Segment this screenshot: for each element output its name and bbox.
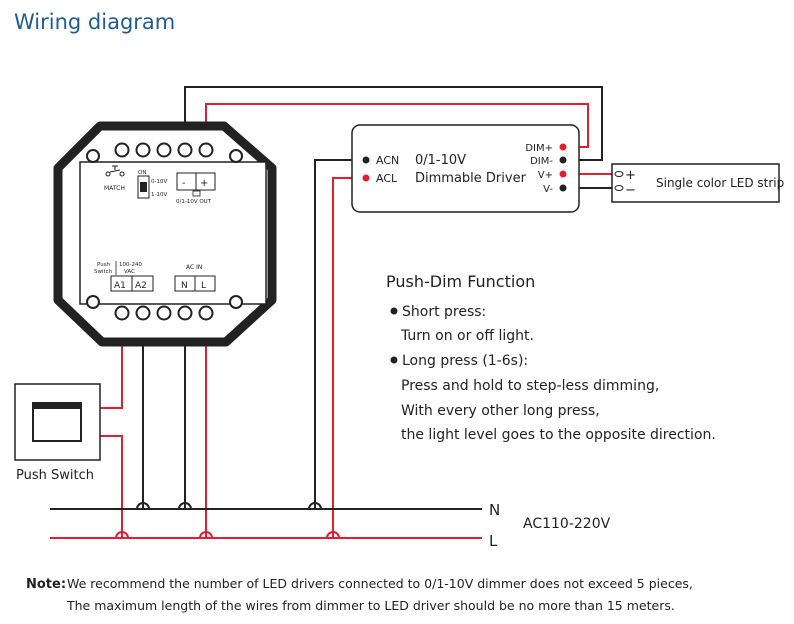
note: Note: We recommend the number of LED dri… (26, 576, 693, 613)
acl-terminal-dot (362, 174, 370, 182)
short-press-bullet (390, 307, 398, 315)
dip-option-2: 1-10V (151, 192, 167, 198)
strip-minus: − (625, 183, 636, 198)
short-press-title: Short press: (402, 304, 486, 320)
driver-acl-label: ACL (376, 172, 398, 185)
wire-acn (314, 159, 366, 509)
wire-dim-minus (184, 86, 603, 161)
bottom-terminals (114, 305, 214, 321)
dim-out-plus: + (200, 178, 208, 189)
dim-out-minus: - (182, 178, 186, 189)
switch-label: Switch (94, 269, 113, 275)
push-switch-label: Push Switch (16, 468, 94, 483)
dim-plus-terminal-dot (559, 143, 567, 151)
driver-v-plus-label: V+ (538, 170, 553, 181)
long-press-line3: the light level goes to the opposite dir… (401, 427, 716, 443)
function-heading: Push-Dim Function (386, 272, 535, 291)
dim-output-terminal: - + 0/1-10V OUT (176, 172, 216, 205)
note-line2: The maximum length of the wires from dim… (66, 598, 675, 613)
long-press-line2: With every other long press, (401, 403, 600, 419)
driver-name-line2: Dimmable Driver (415, 171, 527, 186)
top-terminals (114, 142, 214, 158)
push-switch-terminal: Push Switch 100-240 VAC A1 A2 (94, 261, 154, 292)
terminal-a2: A2 (135, 281, 147, 291)
dim-out-label: 0/1-10V OUT (176, 199, 212, 205)
push-switch: Push Switch (14, 383, 101, 483)
push-dim-function: Push-Dim Function Short press: Turn on o… (386, 272, 716, 443)
strip-label: Single color LED strip (656, 176, 784, 190)
junctions (115, 502, 340, 539)
dip-option-1: 0-10V (151, 179, 167, 185)
terminal-l: L (201, 281, 206, 291)
push-label: Push (97, 262, 111, 268)
match-label: MATCH (104, 185, 125, 192)
v-minus-terminal-dot (559, 184, 567, 192)
v-plus-terminal-dot (559, 170, 567, 178)
dip-on-label: ON (138, 170, 146, 176)
driver-v-minus-label: V- (543, 184, 553, 195)
acn-terminal-dot (362, 156, 370, 164)
dimmer-module: MATCH ON 0-10V 1-10V - + 0/1-10V OUT Pus… (53, 121, 277, 347)
driver-dim-minus-label: DIM- (530, 156, 553, 167)
note-prefix: Note: (26, 577, 66, 592)
note-line1: We recommend the number of LED drivers c… (67, 576, 693, 591)
led-driver: ACN ACL 0/1-10V Dimmable Driver DIM+ DIM… (351, 124, 580, 213)
driver-acn-label: ACN (376, 154, 399, 167)
terminal-n: N (181, 281, 188, 291)
long-press-line1: Press and hold to step-less dimming, (401, 378, 659, 394)
short-press-desc: Turn on or off light. (400, 328, 534, 344)
led-strip: + − Single color LED strip (611, 163, 784, 203)
wire-switch-l (100, 435, 123, 538)
terminal-a1: A1 (114, 281, 126, 291)
long-press-title: Long press (1-6s): (402, 353, 528, 369)
wire-acl (332, 177, 366, 538)
strip-plus: + (625, 168, 636, 183)
page-title: Wiring diagram (14, 10, 175, 34)
mains-n-label: N (489, 501, 500, 519)
vac-range: 100-240 (119, 262, 142, 268)
mains-voltage-label: AC110-220V (523, 516, 611, 532)
vac-unit: VAC (124, 269, 135, 275)
match-button: MATCH (104, 165, 125, 192)
dip-switch: ON 0-10V 1-10V (137, 170, 167, 199)
mounting-screws (86, 149, 243, 309)
driver-name-line1: 0/1-10V (415, 153, 466, 168)
acin-label: AC IN (186, 264, 202, 271)
ac-in-terminal: AC IN N L (174, 264, 216, 292)
long-press-bullet (390, 356, 398, 364)
mains-l-label: L (489, 532, 498, 550)
driver-dim-plus-label: DIM+ (525, 143, 553, 154)
dim-minus-terminal-dot (559, 156, 567, 164)
